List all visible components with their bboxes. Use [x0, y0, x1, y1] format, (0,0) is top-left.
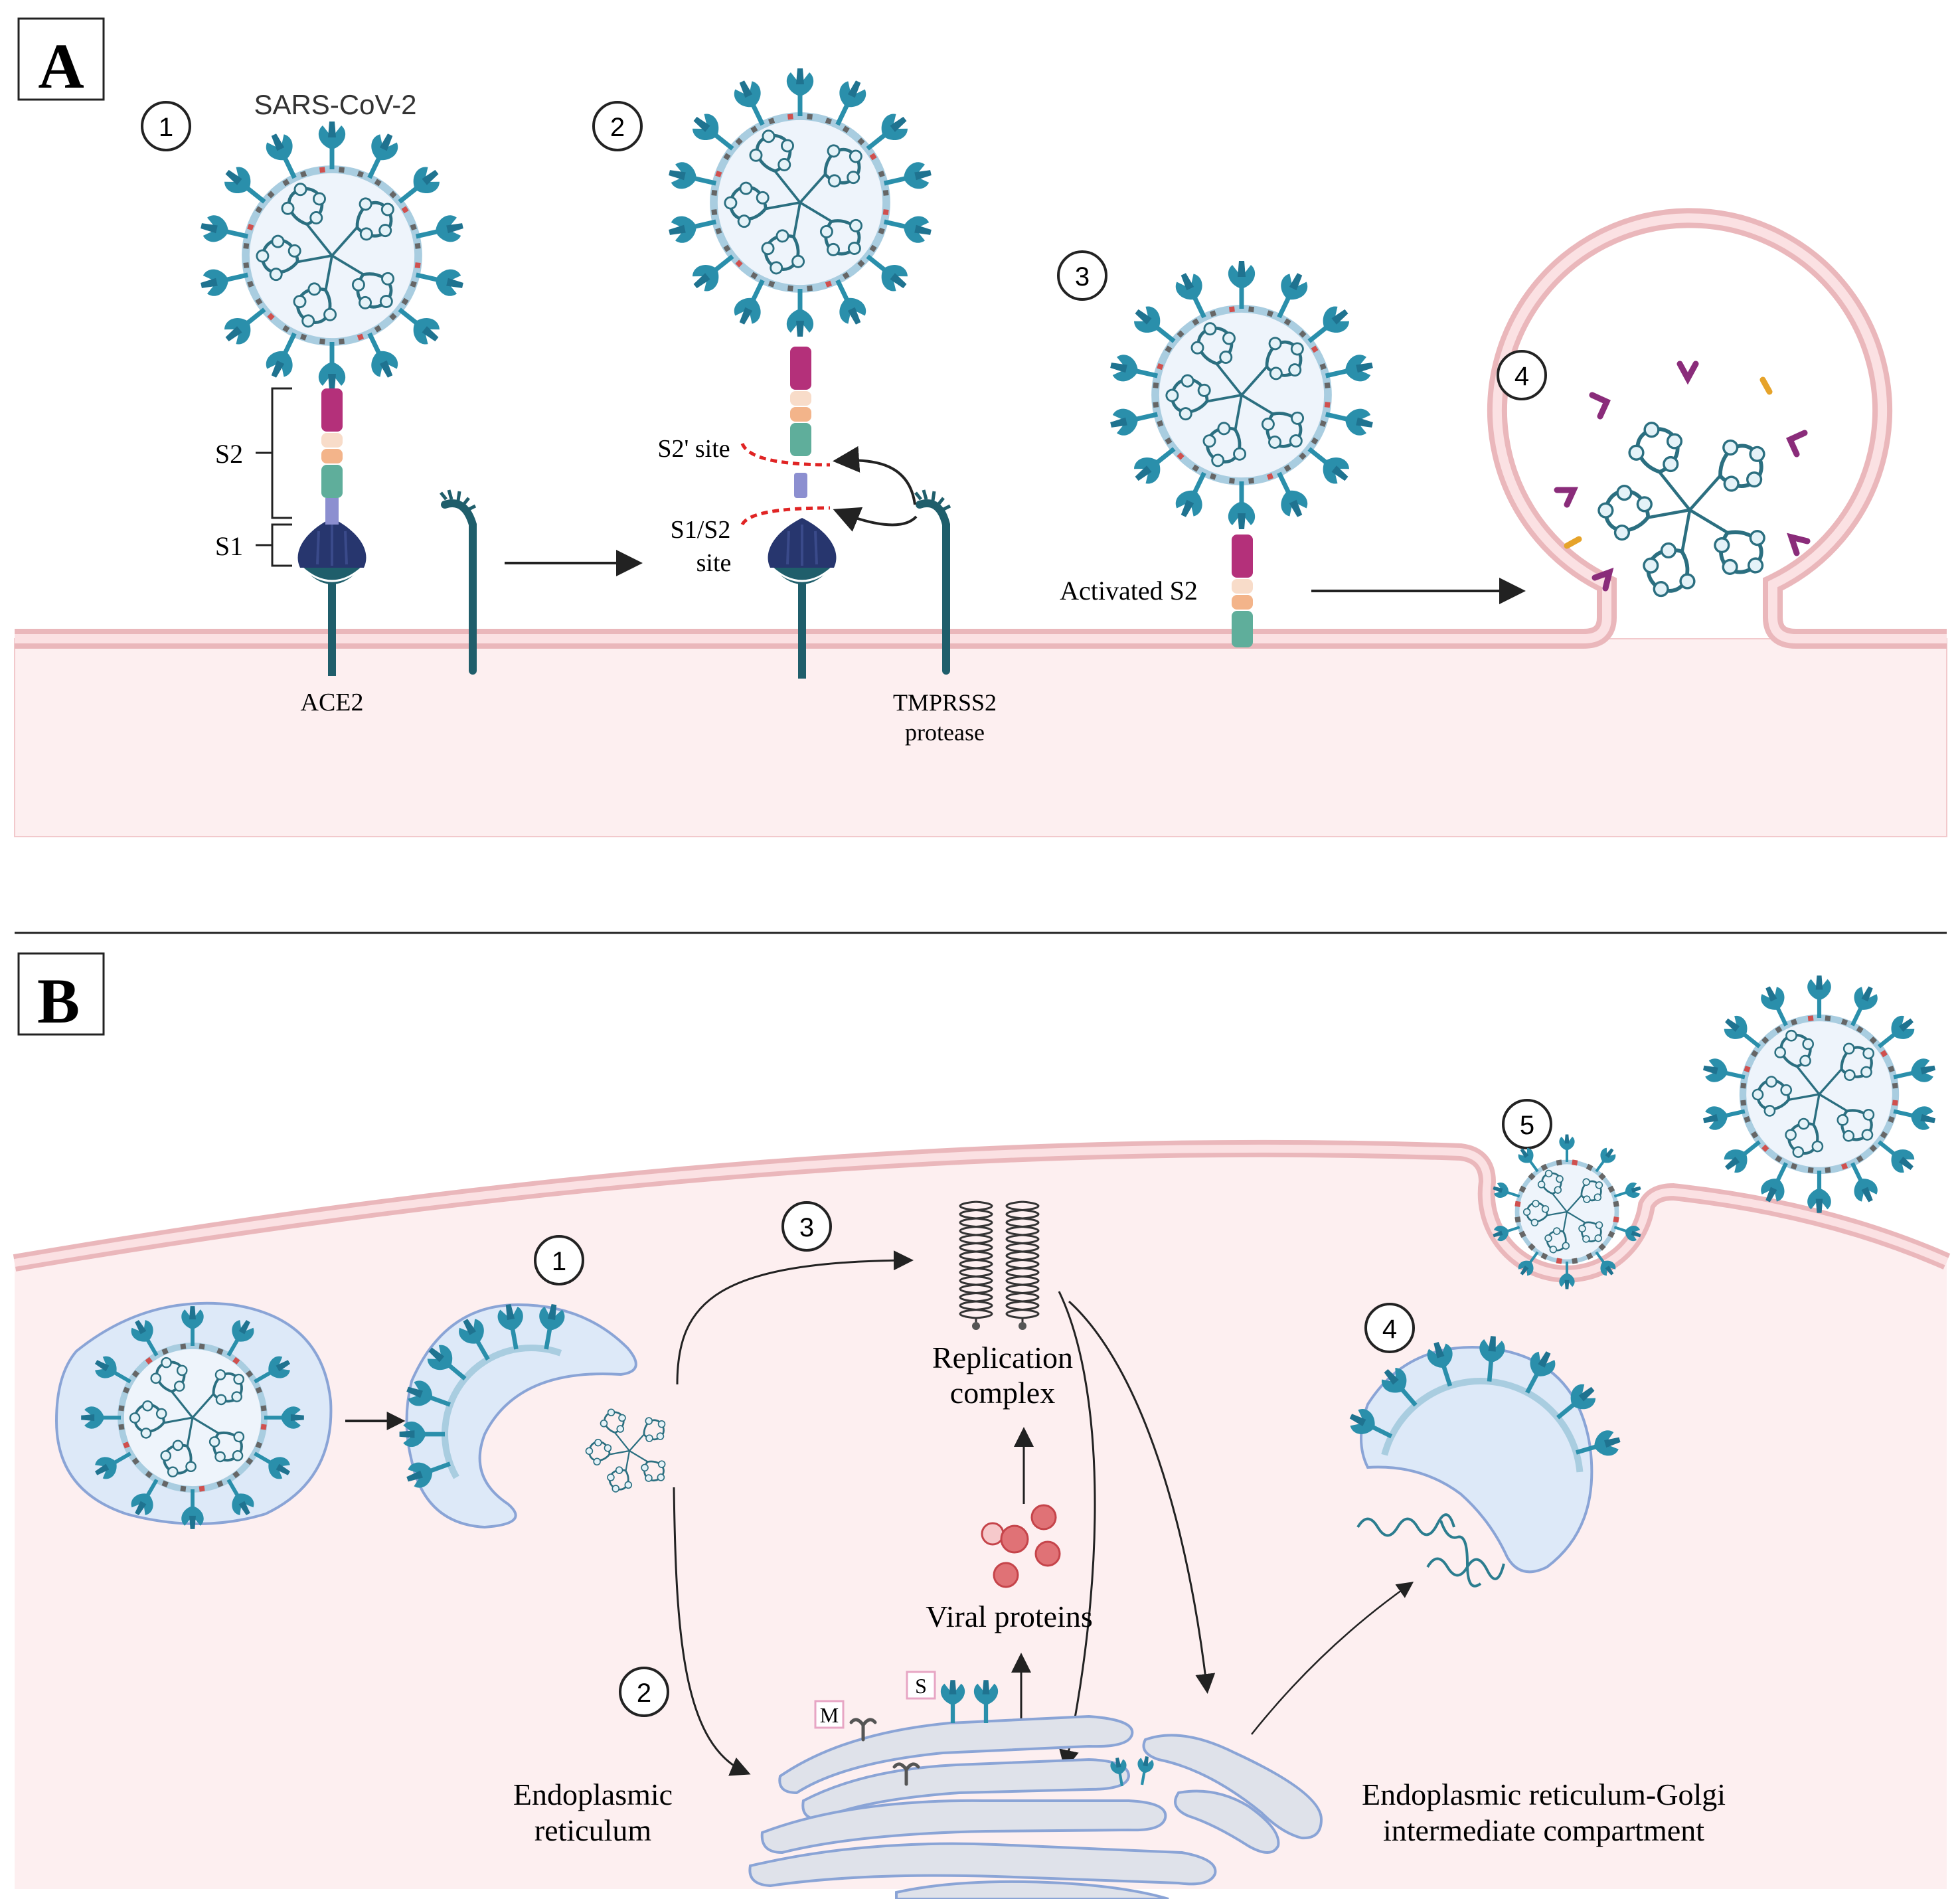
replication-coil-1: [959, 1200, 993, 1330]
s2-subunit-a2: [790, 347, 811, 498]
s1-subunit-a2: [768, 518, 837, 568]
arrow-replication-er: [1058, 1291, 1096, 1770]
endoplasmic-reticulum: [748, 1714, 1217, 1899]
activated-s2-label: Activated S2: [1060, 576, 1198, 606]
membrane-proteins-a4: [1554, 361, 1811, 592]
svg-text:1: 1: [552, 1247, 566, 1276]
ergic-compartment: [1142, 1734, 1323, 1854]
released-genome-a4: [1597, 422, 1765, 598]
ergic-label-1: Endoplasmic reticulum-Golgi: [1362, 1777, 1726, 1811]
panel-b: B 1 2 3 4 5: [13, 952, 1951, 1899]
m-protein-tag: M: [814, 1700, 845, 1729]
s-protein-er-2: [973, 1680, 999, 1723]
svg-text:1: 1: [159, 113, 173, 142]
virus-particle-released: [1703, 975, 1935, 1213]
s1s2-site-label-1: S1/S2: [671, 516, 731, 544]
cell-membrane-b-inner: [13, 1144, 1949, 1278]
step-circle-a4: 4: [1497, 350, 1547, 400]
ergic-label-2: intermediate compartment: [1383, 1813, 1704, 1847]
step-circle-a3: 3: [1057, 250, 1107, 301]
panel-a: A 1 2 3 4 SARS-CoV-2: [14, 17, 1947, 837]
cleavage-sites: [740, 442, 831, 526]
cell-cytoplasm-a: [14, 638, 1947, 837]
s2-label: S2: [215, 439, 243, 469]
ace2-receptor: [300, 564, 364, 676]
arrow-replication-ergic: [1068, 1300, 1216, 1694]
viral-protein-dots: [981, 1504, 1061, 1588]
s-protein-er-1: [940, 1680, 965, 1723]
step-circle-a2: 2: [592, 101, 643, 151]
released-genome-b1: [585, 1408, 666, 1493]
svg-text:3: 3: [799, 1213, 814, 1242]
m-proteins-er: [849, 1718, 920, 1786]
rna-strand-1: [1356, 1513, 1455, 1537]
virus-particle-a1: [201, 122, 463, 390]
s1-subunit: [297, 518, 367, 568]
panel-b-label-box: [17, 952, 105, 1036]
step-circle-b4: 4: [1364, 1303, 1415, 1353]
assembly-vesicle-spikes: [1349, 1336, 1621, 1473]
virus-particle-a3: [1110, 261, 1373, 529]
s1-label: S1: [215, 531, 243, 561]
tmprss2-label-2: protease: [905, 719, 985, 746]
tmprss2-label-1: TMPRSS2: [893, 689, 997, 716]
replication-label-1: Replication: [932, 1341, 1073, 1374]
svg-text:3: 3: [1075, 262, 1090, 291]
svg-text:4: 4: [1514, 362, 1529, 391]
svg-text:2: 2: [610, 113, 625, 142]
step-circle-b2: 2: [619, 1667, 669, 1717]
viral-proteins-label: Viral proteins: [926, 1600, 1092, 1633]
svg-text:M: M: [820, 1703, 839, 1727]
svg-text:5: 5: [1520, 1111, 1534, 1140]
er-label-1: Endoplasmic: [513, 1777, 673, 1811]
er-label-2: reticulum: [534, 1813, 651, 1847]
cleavage-arrow-upper: [833, 446, 916, 505]
s2-subunit: [321, 388, 343, 525]
step-circle-a1: 1: [141, 101, 191, 151]
virus-particle-budding: [1493, 1134, 1641, 1289]
panel-a-label: A: [38, 31, 84, 102]
svg-text:S: S: [915, 1674, 927, 1698]
arrow-to-replication: [676, 1250, 914, 1385]
s2prime-site-label: S2' site: [657, 435, 730, 463]
step-circle-b3: 3: [781, 1201, 832, 1252]
panel-b-label: B: [37, 965, 80, 1036]
s1-bracket: [256, 523, 292, 567]
s-protein-ergic-1: [1110, 1758, 1127, 1787]
ace2-label: ACE2: [301, 689, 364, 716]
virus-particle-endosome: [81, 1306, 304, 1529]
step-circle-b1: 1: [534, 1235, 584, 1285]
svg-text:2: 2: [637, 1679, 651, 1708]
replication-coil-2: [1005, 1200, 1040, 1330]
rna-strand-3: [1439, 1520, 1482, 1588]
virus-particle-a2: [669, 68, 932, 337]
arrow-ergic-vesicle: [1251, 1582, 1414, 1735]
replication-label-2: complex: [950, 1376, 1055, 1410]
cell-membrane-a-inner: [15, 213, 1947, 643]
s2-bracket: [256, 387, 292, 519]
step-circle-b5: 5: [1502, 1099, 1552, 1149]
tmprss2-protease-a1: [440, 489, 477, 675]
arrow-to-er: [673, 1487, 751, 1776]
s-protein-ergic-2: [1137, 1756, 1154, 1785]
fusing-endosome: [405, 1303, 637, 1529]
tmprss2-protease-a2: [914, 489, 951, 675]
panel-a-label-box: [17, 17, 105, 101]
fusing-endosome-spikes: [399, 1303, 565, 1488]
activated-s2-subunit: [1232, 535, 1253, 647]
s1s2-site-label-2: site: [696, 549, 732, 577]
cleavage-arrow-lower: [833, 507, 918, 532]
s-protein-tag: S: [906, 1671, 936, 1700]
membrane-proteins-orange-a4: [1564, 376, 1773, 549]
ace2-receptor-a2: [770, 564, 834, 679]
svg-text:4: 4: [1382, 1315, 1397, 1344]
virus-name-label: SARS-CoV-2: [254, 89, 416, 120]
